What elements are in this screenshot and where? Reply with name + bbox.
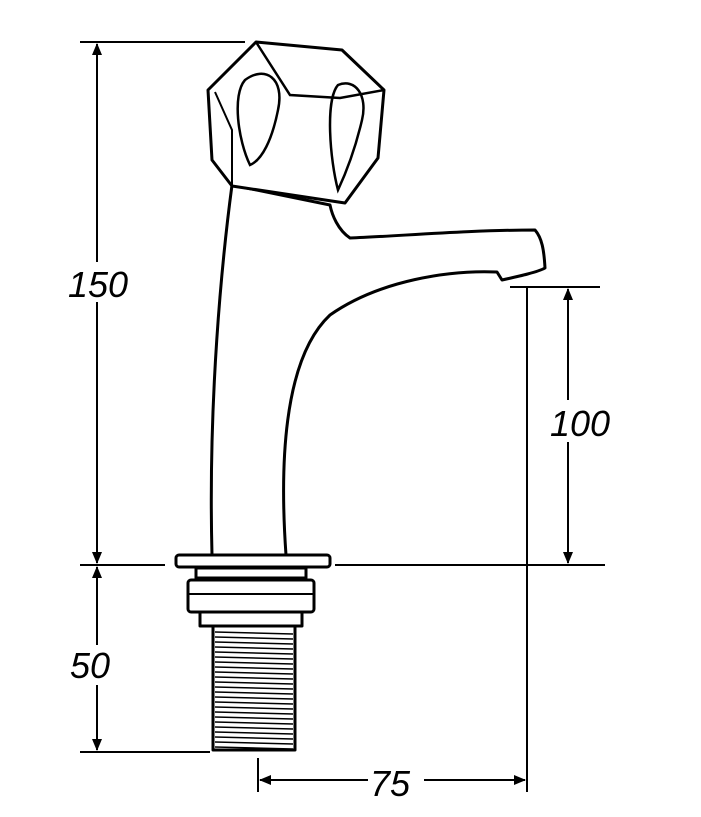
thread-line (214, 706, 294, 710)
dimension-label-150: 150 (68, 264, 128, 305)
thread-line (214, 666, 294, 670)
handle-grip-left (236, 72, 281, 167)
thread-line (214, 741, 294, 745)
thread-line (214, 686, 294, 690)
lock-nut (186, 578, 316, 614)
thread-line (214, 676, 294, 680)
thread-line (214, 716, 294, 720)
dimension-label-75: 75 (370, 763, 411, 804)
thread-line (214, 721, 294, 725)
thread-line (214, 636, 294, 640)
shank-threads (214, 631, 294, 750)
base-plate (174, 553, 332, 569)
tap-body-spout (209, 183, 547, 557)
thread-line (214, 661, 294, 665)
handle (206, 40, 386, 205)
dimension-label-50: 50 (70, 645, 110, 686)
thread-line (214, 681, 294, 685)
dimension-label-100: 100 (550, 403, 610, 444)
thread-line (214, 736, 294, 740)
extension-lines (80, 41, 605, 792)
thread-line (214, 656, 294, 660)
thread-line (214, 646, 294, 650)
thread-line (214, 696, 294, 700)
thread-line (214, 671, 294, 675)
thread-line (214, 691, 294, 695)
handle-grip-right (328, 82, 365, 194)
thread-line (214, 726, 294, 730)
thread-line (214, 701, 294, 705)
thread-line (214, 746, 294, 750)
thread-line (214, 651, 294, 655)
thread-line (214, 731, 294, 735)
tap-illustration (174, 40, 547, 752)
thread-line (214, 631, 294, 635)
thread-line (214, 641, 294, 645)
thread-line (214, 711, 294, 715)
